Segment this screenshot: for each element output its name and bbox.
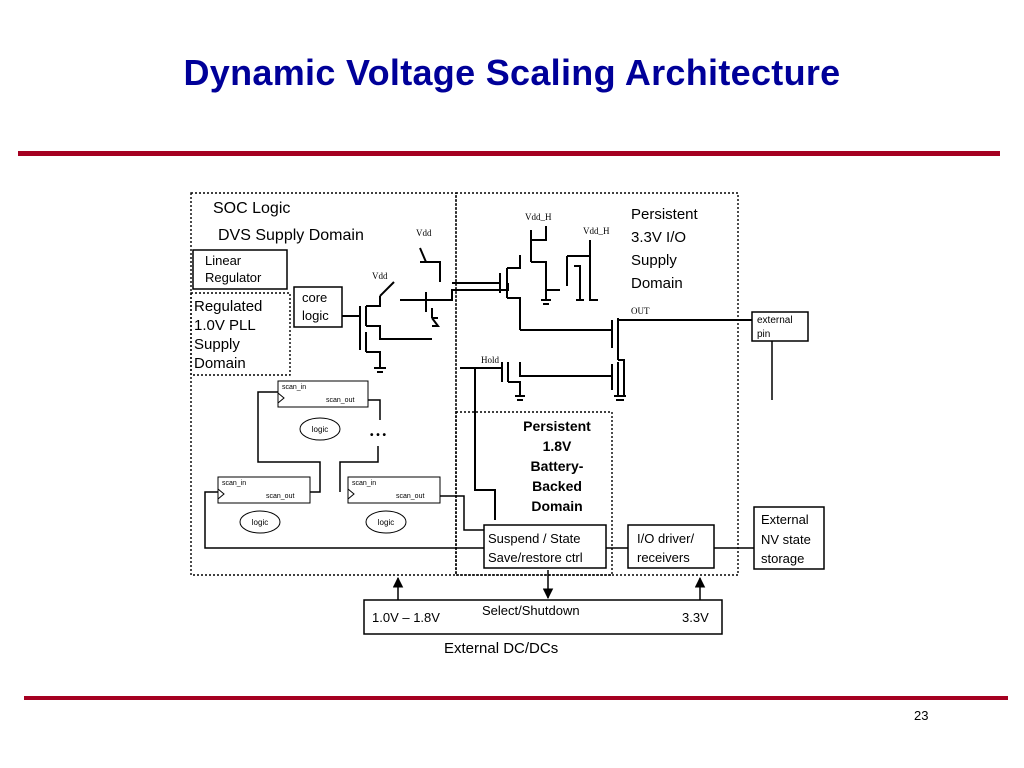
svg-text:3.3V I/O: 3.3V I/O [631, 229, 686, 246]
block-connections [606, 341, 773, 549]
transistor-circuit [342, 226, 752, 520]
svg-text:I/O driver/: I/O driver/ [637, 531, 694, 546]
svg-text:Hold: Hold [481, 355, 500, 365]
svg-text:Linear: Linear [205, 253, 242, 268]
title-divider [18, 151, 1000, 156]
external-pin-block: external pin [751, 311, 809, 342]
svg-text:1.0V PLL: 1.0V PLL [194, 317, 256, 334]
svg-text:scan_in: scan_in [352, 480, 376, 487]
svg-text:Vdd: Vdd [372, 271, 388, 281]
svg-text:External DC/DCs: External DC/DCs [444, 640, 558, 657]
svg-text:Domain: Domain [631, 275, 683, 292]
svg-text:Save/restore ctrl: Save/restore ctrl [488, 550, 583, 565]
svg-text:external: external [757, 315, 793, 326]
svg-text:Backed: Backed [532, 478, 582, 494]
svg-text:logic: logic [378, 518, 394, 527]
io-driver-block: I/O driver/ receivers [627, 524, 715, 569]
svg-text:Domain: Domain [531, 498, 582, 514]
soc-logic-label: SOC Logic DVS Supply Domain [213, 200, 364, 244]
svg-text:storage: storage [761, 551, 804, 566]
svg-text:scan_out: scan_out [396, 493, 424, 500]
svg-text:1.8V: 1.8V [543, 438, 572, 454]
scan-chain-ellipsis: • • • [370, 430, 387, 441]
circuit-labels: Vdd Vdd Vdd_H Vdd_H OUT Hold [372, 212, 650, 365]
svg-text:scan_in: scan_in [222, 480, 246, 487]
battery-domain-label: Persistent 1.8V Battery- Backed Domain [523, 418, 591, 514]
scan-chain-wiring [204, 391, 484, 549]
nv-storage-block: External NV state storage [753, 506, 825, 570]
svg-text:Suspend / State: Suspend / State [488, 531, 581, 546]
footer-divider [24, 696, 1008, 700]
svg-text:Persistent: Persistent [523, 418, 591, 434]
svg-text:logic: logic [312, 425, 328, 434]
linear-regulator-block: Linear Regulator [192, 249, 288, 290]
svg-text:External: External [761, 512, 809, 527]
dcdc-arrows [392, 570, 706, 600]
svg-text:scan_out: scan_out [326, 397, 354, 404]
svg-text:logic: logic [252, 518, 268, 527]
pll-supply-domain [190, 292, 291, 376]
suspend-ctrl-block: Suspend / State Save/restore ctrl [483, 524, 607, 569]
svg-text:Regulated: Regulated [194, 298, 262, 315]
svg-text:1.0V – 1.8V: 1.0V – 1.8V [372, 610, 440, 625]
svg-text:DVS Supply Domain: DVS Supply Domain [218, 227, 364, 244]
domain-boundaries [190, 192, 739, 576]
svg-text:core: core [302, 290, 327, 305]
svg-text:scan_in: scan_in [282, 384, 306, 391]
svg-text:receivers: receivers [637, 550, 690, 565]
svg-text:Domain: Domain [194, 355, 246, 372]
page-number: 23 [914, 708, 929, 723]
svg-text:Vdd_H: Vdd_H [583, 226, 610, 236]
svg-text:NV state: NV state [761, 532, 811, 547]
external-dcdc-block: 1.0V – 1.8V Select/Shutdown 3.3V Externa… [363, 599, 723, 657]
svg-text:Battery-: Battery- [531, 458, 584, 474]
battery-backed-domain [455, 411, 613, 576]
svg-text:Vdd_H: Vdd_H [525, 212, 552, 222]
slide-title: Dynamic Voltage Scaling Architecture [183, 52, 841, 93]
io-supply-domain [455, 192, 739, 576]
scan-cell-right: scan_in scan_out logic [347, 476, 441, 534]
io-domain-label: Persistent 3.3V I/O Supply Domain [631, 206, 699, 292]
svg-text:Vdd: Vdd [416, 228, 432, 238]
svg-text:Persistent: Persistent [631, 206, 699, 223]
svg-text:logic: logic [302, 308, 329, 323]
core-logic-block: core logic [293, 286, 343, 328]
scan-cell-top: scan_in scan_out logic [277, 380, 369, 441]
svg-text:Select/Shutdown: Select/Shutdown [482, 603, 580, 618]
svg-text:scan_out: scan_out [266, 493, 294, 500]
svg-text:Regulator: Regulator [205, 270, 262, 285]
svg-text:Supply: Supply [194, 336, 240, 353]
svg-text:pin: pin [757, 329, 770, 340]
svg-text:SOC Logic: SOC Logic [213, 200, 290, 217]
scan-cell-left: scan_in scan_out logic [217, 476, 311, 534]
svg-text:OUT: OUT [631, 306, 650, 316]
pll-domain-label: Regulated 1.0V PLL Supply Domain [194, 298, 262, 372]
svg-text:Supply: Supply [631, 252, 677, 269]
svg-text:3.3V: 3.3V [682, 610, 709, 625]
